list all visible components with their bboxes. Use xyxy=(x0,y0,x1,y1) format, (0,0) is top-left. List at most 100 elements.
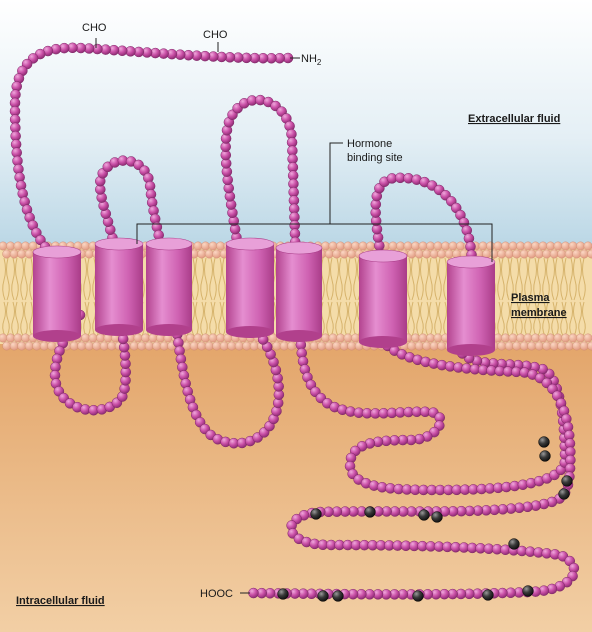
hormone-binding-bracket xyxy=(136,223,493,262)
phosphorylation-site-bead xyxy=(482,589,494,601)
lipid-head xyxy=(204,341,214,351)
lipid-head xyxy=(324,341,334,351)
lipid-head xyxy=(21,241,30,251)
cho-label-2: CHO xyxy=(203,29,228,41)
lipid-head xyxy=(189,341,199,351)
phosphorylation-site-bead xyxy=(364,506,376,518)
lipid-head xyxy=(572,249,582,259)
phosphorylation-site-bead xyxy=(310,508,322,520)
lipid-head xyxy=(47,341,57,351)
lipid-head xyxy=(272,341,282,351)
lipid-head xyxy=(9,341,19,351)
transmembrane-helix-cylinder xyxy=(358,249,408,348)
annotation-lines xyxy=(95,38,493,594)
lipid-head xyxy=(422,249,432,259)
lipid-head xyxy=(347,341,357,351)
lipid-head xyxy=(456,241,465,251)
lipid-head xyxy=(489,249,499,259)
phosphorylation-site-bead xyxy=(332,590,344,602)
lipid-head xyxy=(433,241,443,251)
hormone-label-line2: binding site xyxy=(347,152,403,164)
transmembrane-helices xyxy=(32,237,496,356)
lipid-head xyxy=(69,341,79,351)
lipid-head xyxy=(426,333,435,343)
lipid-head xyxy=(429,341,439,351)
lipid-head xyxy=(328,333,338,343)
lipid-head xyxy=(84,249,94,259)
lipid-head xyxy=(332,249,342,259)
lipid-head xyxy=(216,241,225,251)
lipid-head xyxy=(343,241,353,251)
lipid-head xyxy=(418,241,428,251)
lipid-head xyxy=(568,241,578,251)
lipid-head xyxy=(516,241,525,251)
lipid-head xyxy=(504,249,514,259)
lipid-head xyxy=(13,333,23,343)
lipid-head xyxy=(527,249,537,259)
lipid-head xyxy=(107,341,117,351)
lipid-head xyxy=(534,249,544,259)
lipid-head xyxy=(287,341,297,351)
lipid-head xyxy=(527,341,537,351)
phosphorylation-site-bead xyxy=(418,509,430,521)
lipid-head xyxy=(212,249,222,259)
lipid-head xyxy=(6,333,15,343)
nh2-subscript: 2 xyxy=(317,58,322,67)
hormone-leader xyxy=(329,142,343,224)
lipid-head xyxy=(212,341,222,351)
lipid-head xyxy=(17,249,27,259)
lipid-head xyxy=(568,333,578,343)
lipid-head xyxy=(242,341,252,351)
lipid-head xyxy=(426,241,435,251)
lipid-head xyxy=(317,341,327,351)
phosphorylation-site-bead xyxy=(539,450,551,462)
lipid-head xyxy=(546,241,555,251)
intracellular-label: Intracellular fluid xyxy=(16,595,105,607)
lipid-head xyxy=(512,341,522,351)
lipid-head xyxy=(339,249,349,259)
lipid-head xyxy=(444,249,454,259)
lipid-head xyxy=(309,341,319,351)
lipid-head xyxy=(583,241,592,251)
phosphorylation-site-bead xyxy=(508,538,520,550)
lipid-head xyxy=(201,333,210,343)
phosphorylation-site-bead xyxy=(317,590,329,602)
lipid-head xyxy=(336,333,345,343)
receptor-polypeptide-chain xyxy=(9,42,580,602)
nh2-main-text: NH xyxy=(301,53,317,65)
phosphorylation-site-bead xyxy=(522,585,534,597)
phosphorylation-site-bead xyxy=(538,436,550,448)
lipid-head xyxy=(9,249,19,259)
transmembrane-helix-cylinder xyxy=(145,237,193,336)
lipid-head xyxy=(414,249,424,259)
lipid-head xyxy=(208,241,218,251)
lipid-head xyxy=(204,249,214,259)
lipid-head xyxy=(358,241,368,251)
lipid-head xyxy=(148,333,158,343)
lipid-head xyxy=(407,341,417,351)
lipid-head xyxy=(542,249,552,259)
lipid-head xyxy=(92,341,102,351)
lipid-head xyxy=(508,333,518,343)
transmembrane-helix-cylinder xyxy=(225,237,275,338)
lipid-head xyxy=(441,241,450,251)
lipid-head xyxy=(96,333,105,343)
lipid-head xyxy=(504,341,514,351)
phosphorylation-site-bead xyxy=(558,488,570,500)
phosphorylation-site-bead xyxy=(431,511,443,523)
lipid-head xyxy=(336,241,345,251)
transmembrane-helix-cylinder xyxy=(94,237,144,336)
lipid-head xyxy=(448,241,458,251)
lipid-head xyxy=(557,249,567,259)
plasma-label-line2: membrane xyxy=(511,307,567,319)
lipid-head xyxy=(197,341,207,351)
lipid-head xyxy=(437,249,447,259)
lipid-head xyxy=(433,333,443,343)
lipid-head xyxy=(411,333,420,343)
lipid-head xyxy=(343,333,353,343)
lipid-head xyxy=(32,341,42,351)
lipid-head xyxy=(81,241,90,251)
lipid-head xyxy=(411,241,420,251)
lipid-head xyxy=(324,249,334,259)
